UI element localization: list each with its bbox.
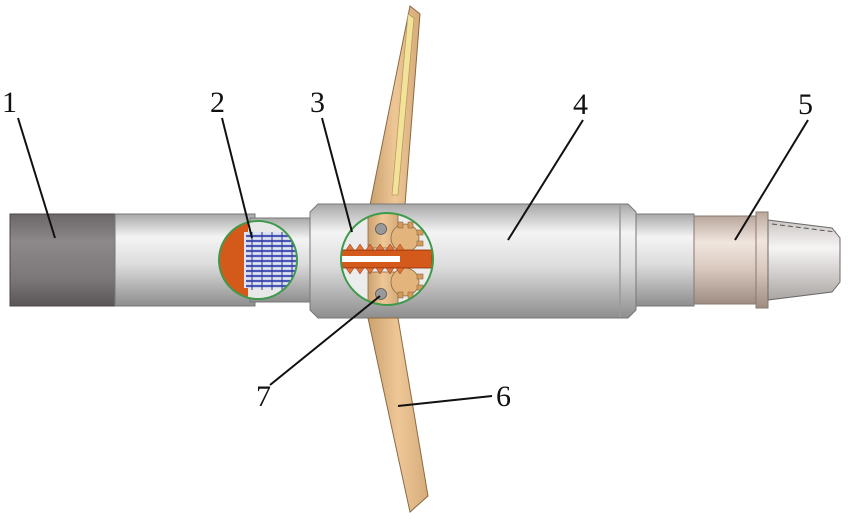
callout-4: 4 [573,88,588,121]
blade-upper [369,5,421,206]
cutaway-rack [340,212,434,306]
leader-6 [397,395,493,407]
callout-5: 5 [798,88,813,121]
leader-5 [734,119,809,241]
callout-6: 6 [496,380,511,413]
blade-lower [367,317,429,513]
callout-1: 1 [2,86,17,119]
leader-7 [269,295,381,386]
cutaway-spring [218,220,298,300]
right-neck [635,213,695,307]
callout-3: 3 [310,86,325,119]
leader-4 [507,119,584,241]
nose-tip [767,219,841,301]
end-cap [9,213,116,307]
leader-3 [321,117,353,233]
callout-2: 2 [210,86,225,119]
leader-1 [17,117,56,239]
nose-ring [755,211,769,309]
leader-2 [221,117,253,239]
callout-7: 7 [256,380,271,413]
tip-dash [771,223,837,233]
nose-sleeve [693,215,757,305]
